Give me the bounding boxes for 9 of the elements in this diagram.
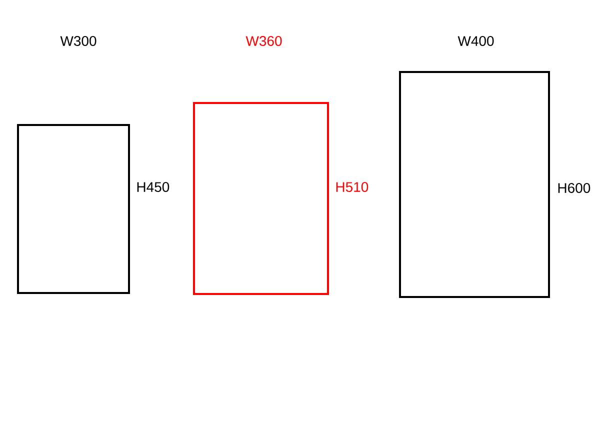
rectangle <box>17 124 130 294</box>
dimension-label: H450 <box>137 182 170 192</box>
dimension-label: W360 <box>246 36 282 46</box>
dimension-label: H510 <box>336 182 368 192</box>
rectangle <box>399 71 550 298</box>
rectangle <box>193 102 329 295</box>
dimension-label: H600 <box>558 183 590 193</box>
dimension-label: W400 <box>458 36 494 46</box>
dimension-label: W300 <box>60 36 96 46</box>
